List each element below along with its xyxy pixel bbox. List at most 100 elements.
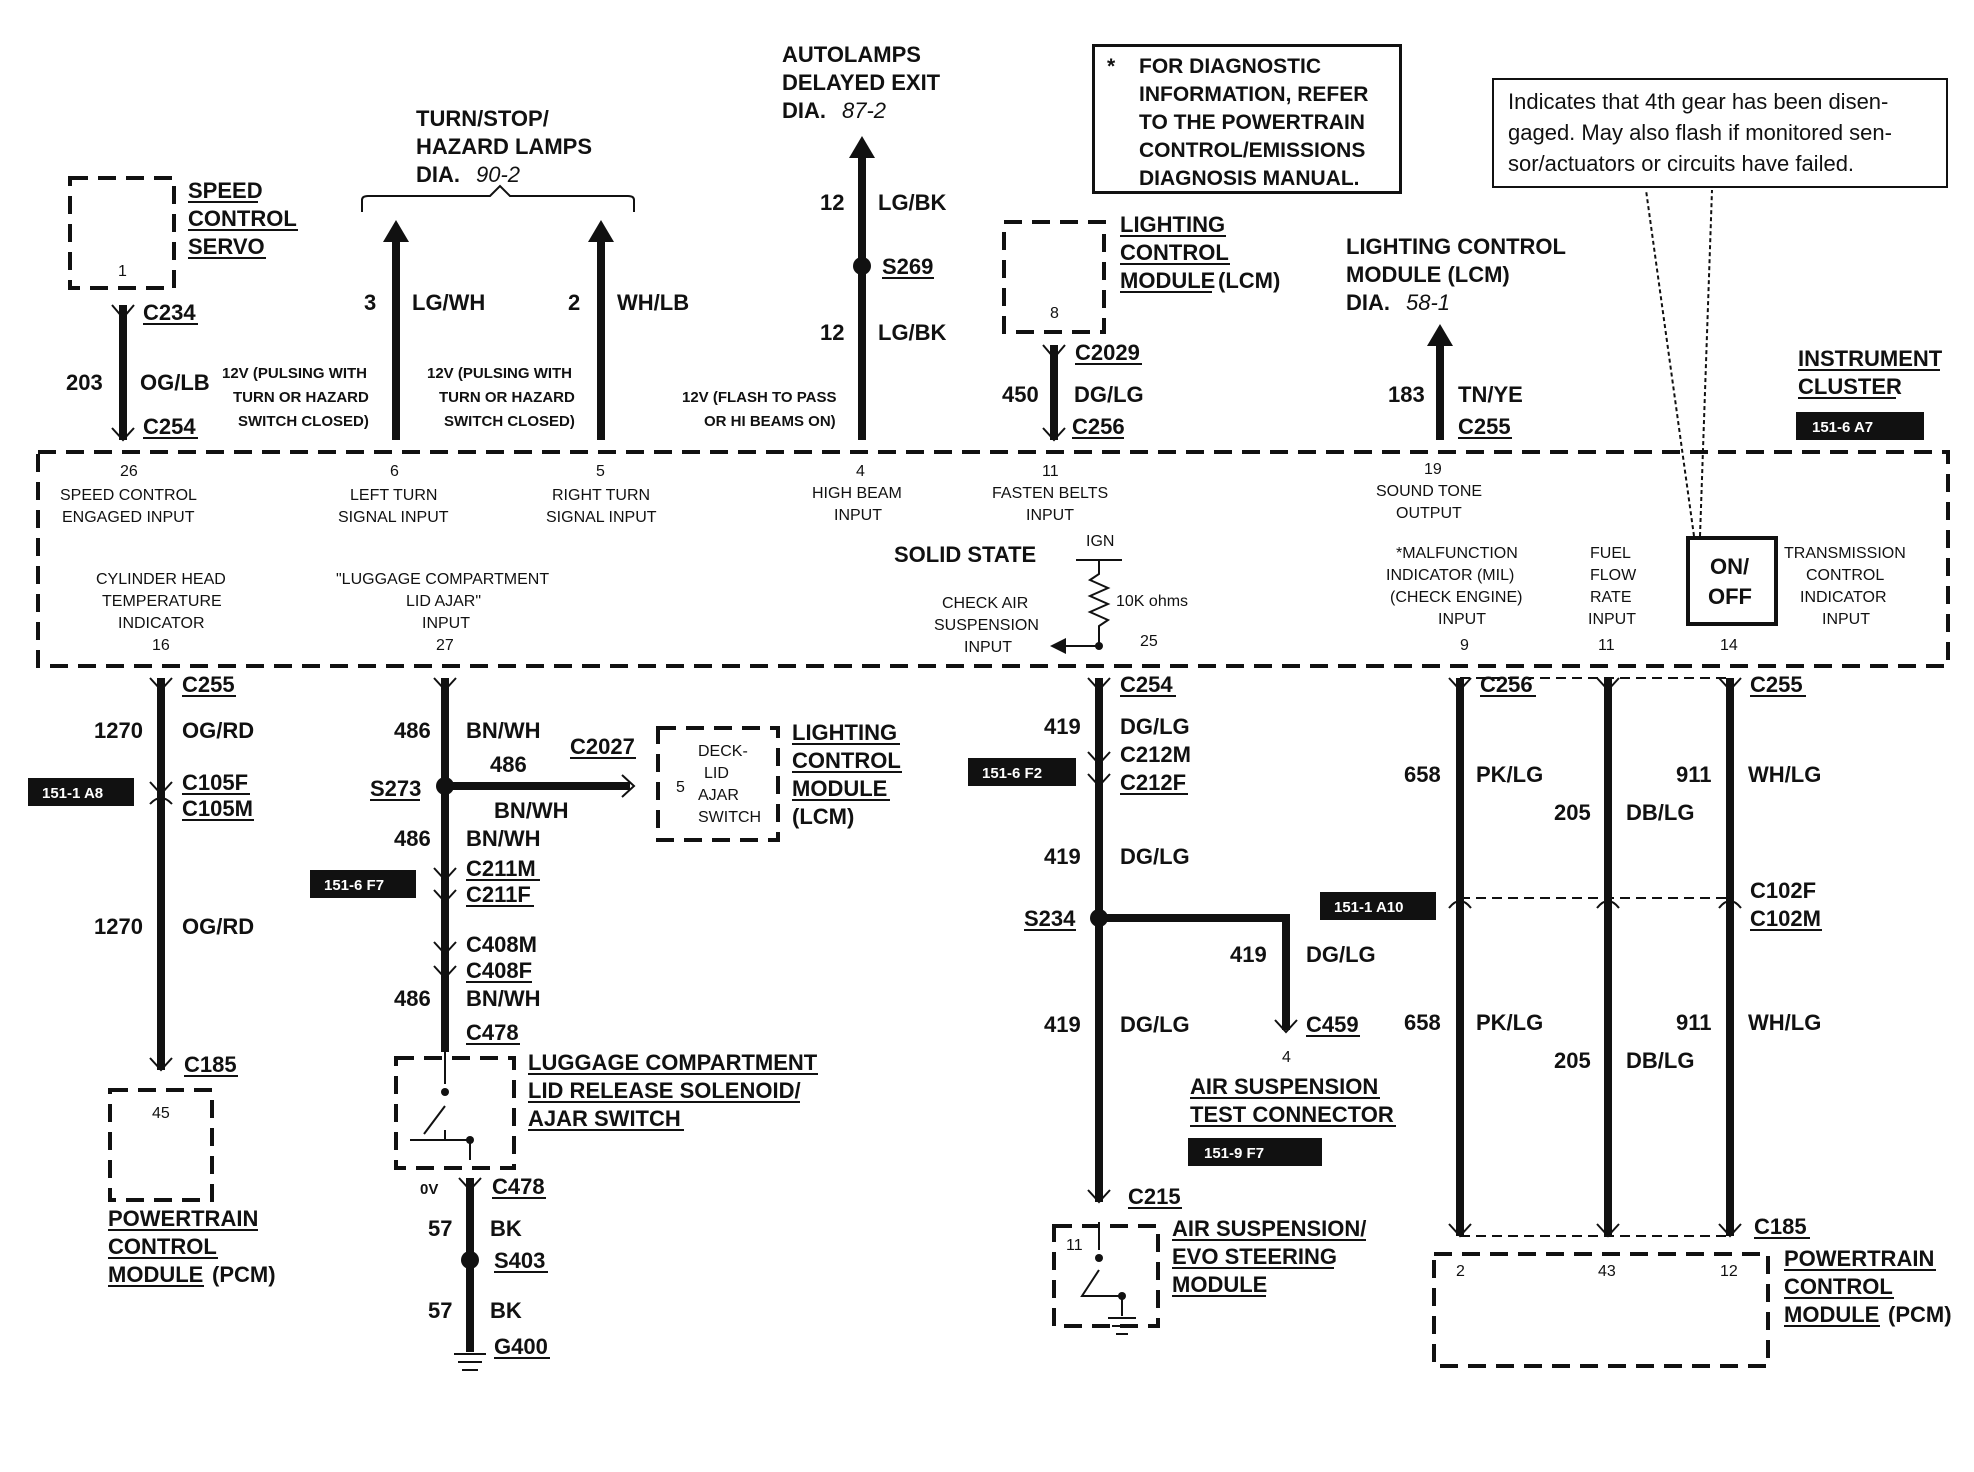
color-lgwh: LG/WH bbox=[412, 290, 485, 315]
pin-5: 5 bbox=[596, 463, 605, 480]
decklid-lcm-suffix: (LCM) bbox=[792, 804, 854, 829]
col4-w3-color-a: WH/LG bbox=[1748, 762, 1821, 787]
col2-c408m: C408M bbox=[466, 932, 537, 957]
diagnostic-note-star: * bbox=[1107, 55, 1116, 78]
col4-ref: 151-1 A10 bbox=[1334, 899, 1404, 916]
pin-11-label-2: INPUT bbox=[1026, 507, 1074, 524]
col2-c408f: C408F bbox=[466, 958, 532, 983]
ground-g400: G400 bbox=[494, 1334, 548, 1359]
autolamps-dia-ref: 87-2 bbox=[842, 98, 886, 123]
pin-6: 6 bbox=[390, 463, 399, 480]
col3-c254: C254 bbox=[1120, 672, 1173, 697]
col1-color-a: OG/RD bbox=[182, 718, 254, 743]
on-off-label-2: OFF bbox=[1708, 584, 1752, 609]
col2-color-c: BN/WH bbox=[466, 986, 541, 1011]
lcm-right-label-2: MODULE (LCM) bbox=[1346, 262, 1510, 287]
pcm-right-pin-2: 2 bbox=[1456, 1263, 1465, 1280]
autolamps-label-2: DELAYED EXIT bbox=[782, 70, 941, 95]
asm-label-3: MODULE bbox=[1172, 1272, 1267, 1297]
cluster-label-1: INSTRUMENT bbox=[1798, 346, 1943, 371]
splice-s269: S269 bbox=[882, 254, 933, 279]
color-oglb: OG/LB bbox=[140, 370, 210, 395]
splice-s403-dot bbox=[461, 1251, 479, 1269]
col2-c478b: C478 bbox=[492, 1174, 545, 1199]
wire-419-branch bbox=[1099, 914, 1290, 1030]
pin-27: 27 bbox=[436, 637, 454, 654]
circuit-12-a: 12 bbox=[820, 190, 844, 215]
asm-pin: 11 bbox=[1066, 1237, 1083, 1254]
col2-circuit-b: 486 bbox=[394, 826, 431, 851]
col3-c459-pin: 4 bbox=[1282, 1049, 1291, 1066]
lcm-right-dia-ref: 58-1 bbox=[1406, 290, 1450, 315]
pin-5-label-1: RIGHT TURN bbox=[552, 487, 650, 504]
col2-c2027: C2027 bbox=[570, 734, 635, 759]
col1-color-b: OG/RD bbox=[182, 914, 254, 939]
decklid-lcm-2: CONTROL bbox=[792, 748, 901, 773]
pcm-right-pin-12: 12 bbox=[1720, 1263, 1738, 1280]
decklid-label-2: LID bbox=[704, 765, 729, 782]
pin-27-label-1: "LUGGAGE COMPARTMENT bbox=[336, 571, 549, 588]
circuit-12-b: 12 bbox=[820, 320, 844, 345]
lcm-right-label-1: LIGHTING CONTROL bbox=[1346, 234, 1566, 259]
autolamps-dia: DIA. bbox=[782, 98, 826, 123]
test-connector-1: AIR SUSPENSION bbox=[1190, 1074, 1378, 1099]
asm-ground-symbol bbox=[1108, 1317, 1136, 1335]
pcm-right-label-1: POWERTRAIN bbox=[1784, 1246, 1934, 1271]
col3-ref-box bbox=[968, 758, 1076, 786]
col2-c478: C478 bbox=[466, 1020, 519, 1045]
pcm-left-pin: 45 bbox=[152, 1105, 170, 1122]
col4-c185: C185 bbox=[1754, 1214, 1807, 1239]
connector-c2029: C2029 bbox=[1075, 340, 1140, 365]
cluster-label-2: CLUSTER bbox=[1798, 374, 1902, 399]
color-dglg-top: DG/LG bbox=[1074, 382, 1144, 407]
pin-9: 9 bbox=[1460, 637, 1469, 654]
circuit-3: 3 bbox=[364, 290, 376, 315]
col4-w2-circuit-a: 205 bbox=[1554, 800, 1591, 825]
col3-circuit-c: 419 bbox=[1044, 1012, 1081, 1037]
solenoid-label-1: LUGGAGE COMPARTMENT bbox=[528, 1050, 818, 1075]
col4-w1-color-a: PK/LG bbox=[1476, 762, 1543, 787]
pcm-left-box bbox=[108, 1088, 214, 1202]
col4-c102m: C102M bbox=[1750, 906, 1821, 931]
pin-14-label-1: TRANSMISSION bbox=[1784, 545, 1906, 562]
col4-w1-circuit-a: 658 bbox=[1404, 762, 1441, 787]
col2-c211f: C211F bbox=[466, 882, 531, 907]
col1-ref-box bbox=[28, 778, 134, 806]
col3-color-c: DG/LG bbox=[1120, 1012, 1190, 1037]
color-tnye: TN/YE bbox=[1458, 382, 1523, 407]
decklid-label-1: DECK- bbox=[698, 743, 748, 760]
col2-color-a: BN/WH bbox=[466, 718, 541, 743]
asm-label-1: AIR SUSPENSION/ bbox=[1172, 1216, 1366, 1241]
pin-26: 26 bbox=[120, 463, 138, 480]
pin-11-bot-label-4: INPUT bbox=[1588, 611, 1636, 628]
circuit-450: 450 bbox=[1002, 382, 1039, 407]
turn-stop-label-1: TURN/STOP/ bbox=[416, 106, 549, 131]
col3-color-branch: DG/LG bbox=[1306, 942, 1376, 967]
high-beam-note-1: 12V (FLASH TO PASS bbox=[682, 389, 836, 406]
col4-w1-color-b: PK/LG bbox=[1476, 1010, 1543, 1035]
col1-c255: C255 bbox=[182, 672, 235, 697]
on-off-indicator bbox=[1686, 536, 1778, 626]
pin-4-label-2: INPUT bbox=[834, 507, 882, 524]
pin-27-label-3: INPUT bbox=[422, 615, 470, 632]
instrument-cluster-box bbox=[36, 450, 1950, 668]
decklid-lcm-3: MODULE bbox=[792, 776, 887, 801]
turn-stop-label-2: HAZARD LAMPS bbox=[416, 134, 592, 159]
lcm-top-label-3: MODULE bbox=[1120, 268, 1215, 293]
speed-control-servo-box bbox=[68, 176, 176, 290]
col4-w3-circuit-a: 911 bbox=[1676, 762, 1712, 787]
pcm-left-suffix: (PCM) bbox=[212, 1262, 276, 1287]
turn-brace bbox=[361, 184, 635, 212]
circuit-203: 203 bbox=[66, 370, 103, 395]
col2-gnd-color-b: BK bbox=[490, 1298, 522, 1323]
splice-s234: S234 bbox=[1024, 906, 1076, 931]
pin-16-label-3: INDICATOR bbox=[118, 615, 205, 632]
circuit-183: 183 bbox=[1388, 382, 1425, 407]
resistor-label: 10K ohms bbox=[1116, 593, 1188, 610]
col4-w3-color-b: WH/LG bbox=[1748, 1010, 1821, 1035]
pin-16-label-2: TEMPERATURE bbox=[102, 593, 222, 610]
col3-c459: C459 bbox=[1306, 1012, 1359, 1037]
pin-11-bot-label-3: RATE bbox=[1590, 589, 1631, 606]
splice-s269-dot bbox=[853, 257, 871, 275]
col1-circuit-b: 1270 bbox=[94, 914, 143, 939]
